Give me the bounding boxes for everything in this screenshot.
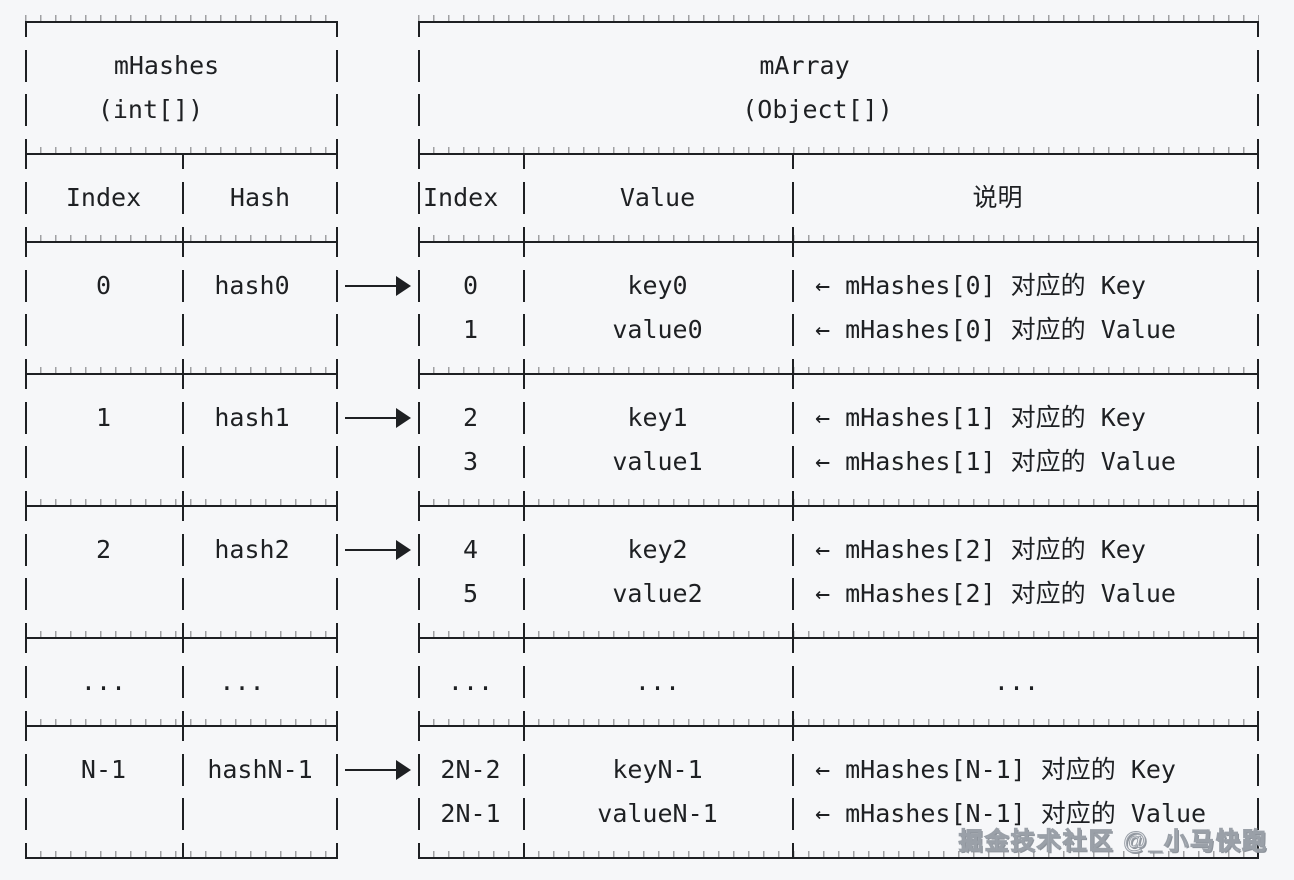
table-row-ellipsis: ... ... ... [418,660,1259,704]
border-line [25,704,338,748]
table-row-key: 0 key0 ← mHashes[0] 对应的 Key [418,264,1259,308]
cell-value: value2 [612,579,703,608]
cell-note: ← mHashes[2] 对应的 Key [815,535,1146,564]
table-row-key: 4 key2 ← mHashes[2] 对应的 Key [418,528,1259,572]
cell-index: 2N-1 [440,799,501,828]
cell-index: 2 [462,403,479,432]
cell-value: keyN-1 [612,755,703,784]
column-header-note: 说明 [972,183,1023,212]
cell-hash: hash1 [214,403,290,432]
cell-index: ... [80,667,127,696]
cell-note: ← mHashes[1] 对应的 Value [815,447,1176,476]
cell-note: ← mHashes[N-1] 对应的 Value [815,799,1207,828]
cell-note: ← mHashes[N-1] 对应的 Key [815,755,1176,784]
border-line [418,616,1259,660]
cell-value: ... [634,667,681,696]
cell-index: 4 [462,535,479,564]
cell-value: key0 [627,271,688,300]
cell-note: ← mHashes[0] 对应的 Value [815,315,1176,344]
cell-index: 1 [95,403,112,432]
border-line [418,220,1259,264]
watermark: 掘金技术社区 @_小马快跑 [958,828,1268,856]
table-row-key: 2N-2 keyN-1 ← mHashes[N-1] 对应的 Key [418,748,1259,792]
border-line [25,836,338,880]
cell-index: 3 [462,447,479,476]
cell-value: key2 [627,535,688,564]
marray-table: mArray (Object[]) Index Value 说明 0 key0 … [418,0,1259,880]
column-header-row: Index Hash [25,176,338,220]
border-line [25,616,338,660]
column-header-row: Index Value 说明 [418,176,1259,220]
table-row-spacer [25,308,338,352]
table-row-spacer [25,572,338,616]
table-subtitle-row: (int[]) [25,88,338,132]
mapping-arrow [343,540,411,560]
cell-index: 2N-2 [440,755,501,784]
table-row-value: 3 value1 ← mHashes[1] 对应的 Value [418,440,1259,484]
cell-value: key1 [627,403,688,432]
border-line [418,0,1259,44]
table-title: mArray [759,51,850,80]
mhashes-table: mHashes (int[]) Index Hash 0 hash0 1 has… [25,0,338,880]
cell-index: 0 [462,271,479,300]
table-row: 1 hash1 [25,396,338,440]
border-line [418,704,1259,748]
table-row-spacer [25,440,338,484]
border-line [25,352,338,396]
table-row-key: 2 key1 ← mHashes[1] 对应的 Key [418,396,1259,440]
table-row-spacer [25,792,338,836]
cell-index: 0 [95,271,112,300]
mapping-arrow [343,276,411,296]
table-title-row: mHashes [25,44,338,88]
table-row: N-1 hashN-1 [25,748,338,792]
cell-index: 2 [95,535,112,564]
cell-note: ← mHashes[1] 对应的 Key [815,403,1146,432]
cell-note: ... [993,667,1040,696]
cell-value: valueN-1 [597,799,718,828]
table-row: 0 hash0 [25,264,338,308]
column-header-value: Value [619,183,696,212]
table-subtitle: (Object[]) [742,95,893,124]
table-row-value: 2N-1 valueN-1 ← mHashes[N-1] 对应的 Value [418,792,1259,836]
table-title: mHashes [113,51,220,80]
border-line [25,484,338,528]
column-header-index: Index [423,183,499,212]
table-subtitle-row: (Object[]) [418,88,1259,132]
border-line [25,0,338,44]
table-row: 2 hash2 [25,528,338,572]
cell-index: 1 [462,315,479,344]
cell-index: N-1 [80,755,127,784]
table-title-row: mArray [418,44,1259,88]
cell-note: ← mHashes[2] 对应的 Value [815,579,1176,608]
mapping-arrow [343,760,411,780]
cell-index: 5 [462,579,479,608]
border-line [25,132,338,176]
border-line [418,352,1259,396]
column-header-index: Index [65,183,142,212]
cell-index: ... [447,667,494,696]
table-row-value: 5 value2 ← mHashes[2] 对应的 Value [418,572,1259,616]
mapping-arrow [343,408,411,428]
cell-value: value0 [612,315,703,344]
column-header-hash: Hash [229,183,291,212]
border-line [418,132,1259,176]
table-row-value: 1 value0 ← mHashes[0] 对应的 Value [418,308,1259,352]
cell-hash: ... [219,667,265,696]
cell-note: ← mHashes[0] 对应的 Key [815,271,1146,300]
cell-value: value1 [612,447,703,476]
border-line [418,484,1259,528]
cell-hash: hashN-1 [207,755,313,784]
border-line [25,220,338,264]
table-row-ellipsis: ... ... [25,660,338,704]
border-line [418,836,1259,880]
cell-hash: hash0 [214,271,290,300]
cell-hash: hash2 [214,535,290,564]
table-subtitle: (int[]) [97,95,204,124]
